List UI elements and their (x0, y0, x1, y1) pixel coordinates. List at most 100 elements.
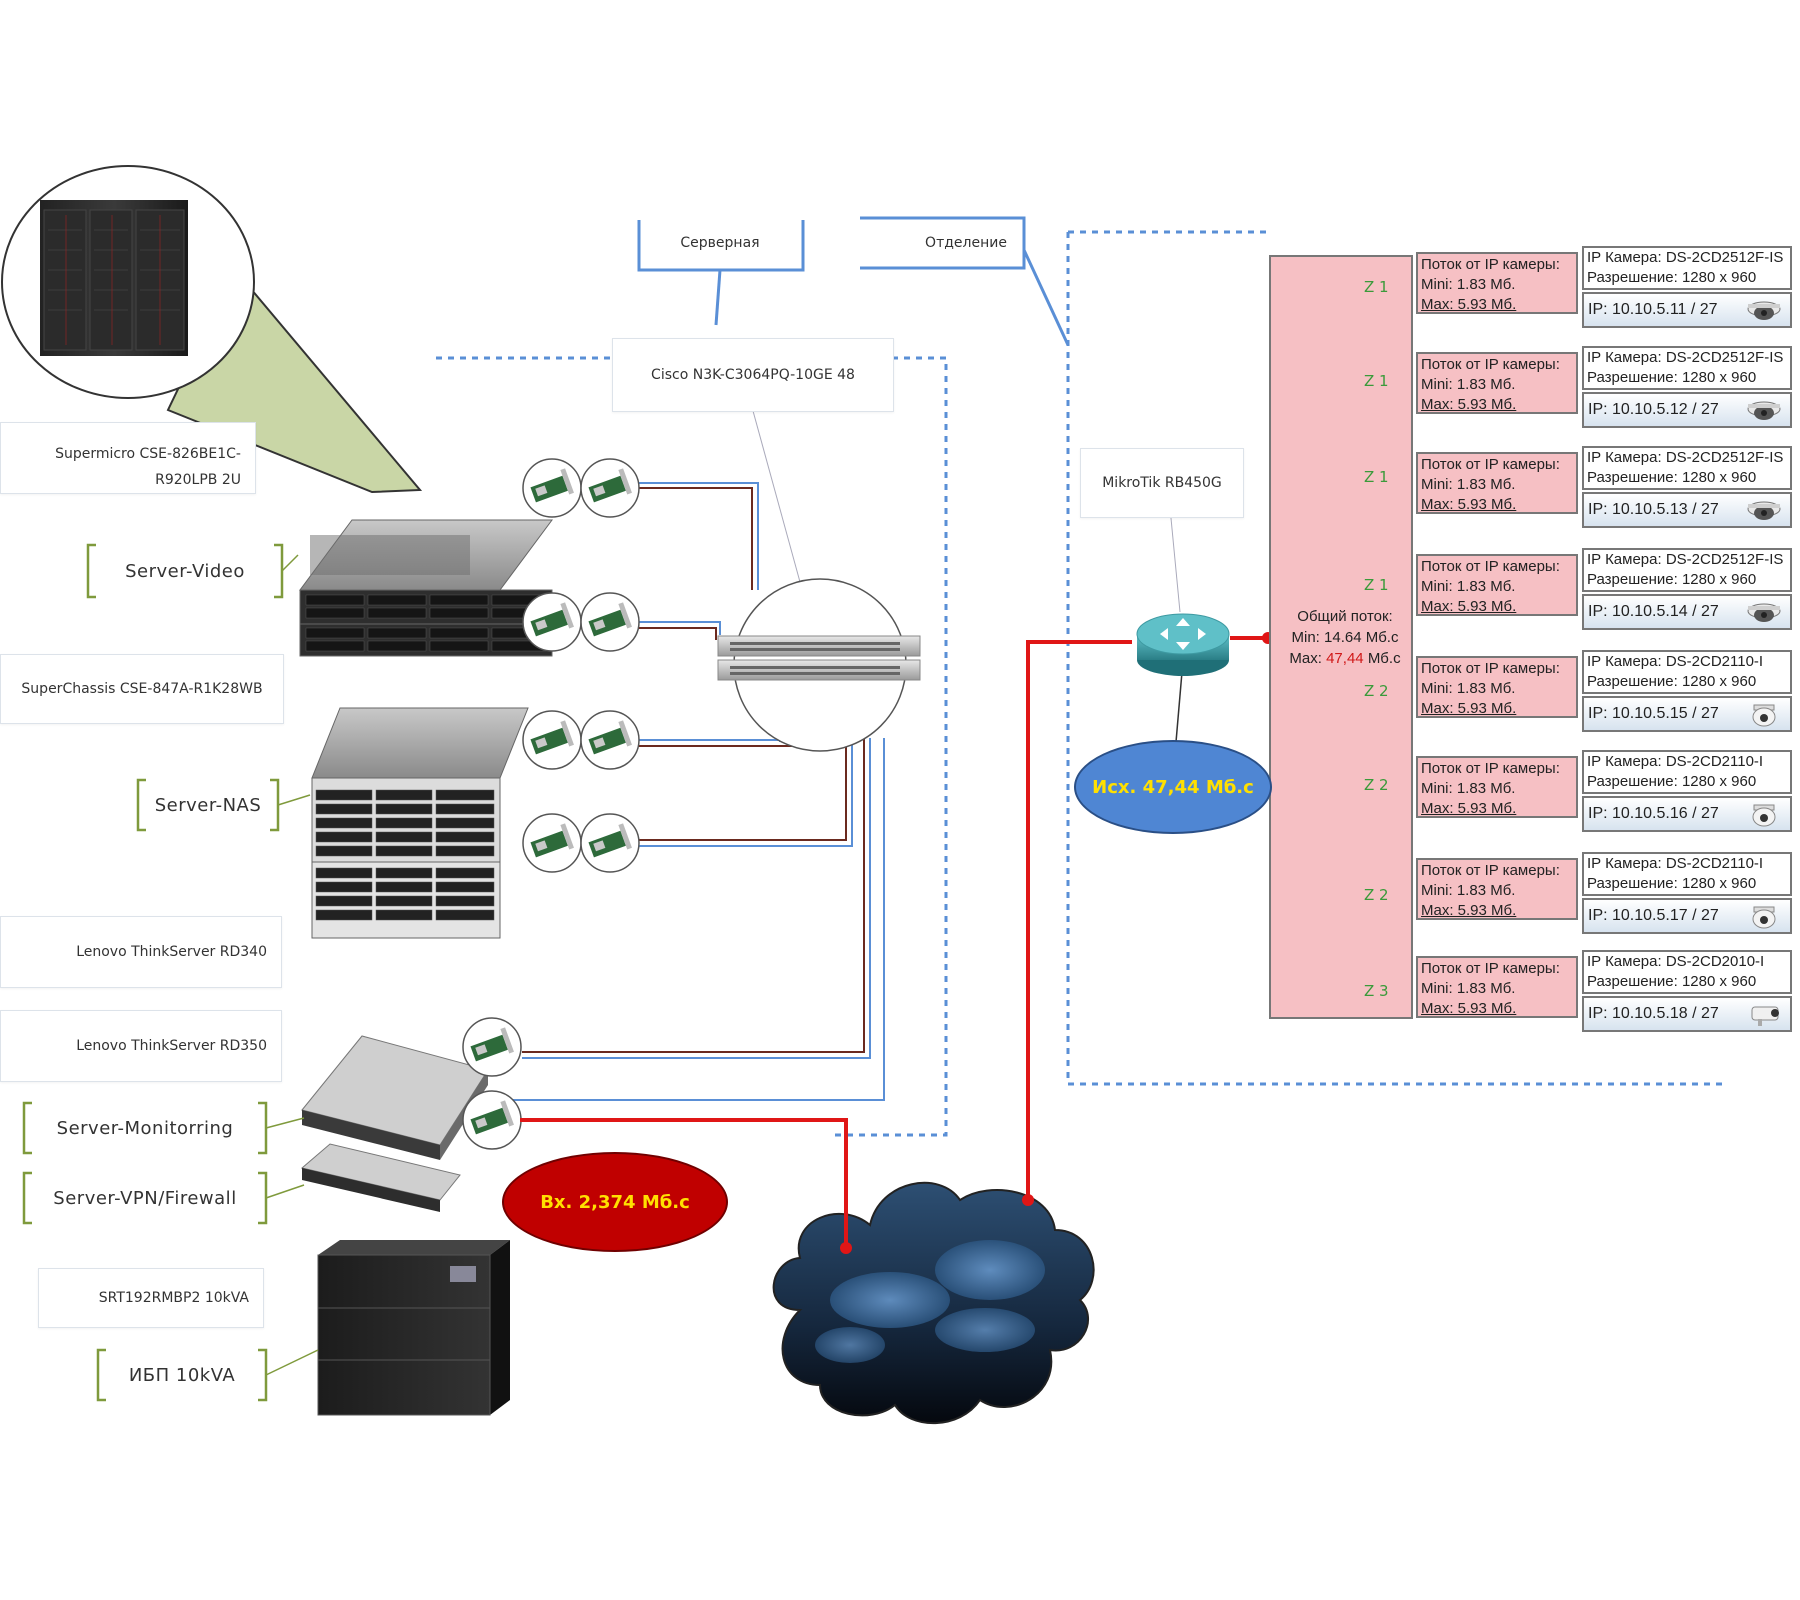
camera-flow-box: Поток от IP камеры:Mini: 1.83 Мб.Max: 5.… (1416, 554, 1578, 616)
camera-ip: IP: 10.10.5.11 / 27 (1588, 301, 1718, 318)
total-flow-min: Min: 14.64 Мб.с (1291, 629, 1399, 646)
camera-ip: IP: 10.10.5.14 / 27 (1588, 603, 1719, 620)
camera-info-box: IP Камера: DS-2CD2110-I Разрешение: 1280 … (1582, 750, 1792, 794)
zone-label: Z 1 (1364, 576, 1389, 594)
zone-label: Z 3 (1364, 982, 1389, 1000)
server-room-bracket (637, 220, 805, 272)
incoming-traffic-badge: Вх. 2,374 Мб.с (502, 1152, 728, 1252)
dome-camera-icon (1744, 498, 1784, 524)
flow-min: Mini: 1.83 Мб. (1421, 882, 1516, 899)
dome-camera-icon (1744, 298, 1784, 324)
flow-min: Mini: 1.83 Мб. (1421, 980, 1516, 997)
flow-min: Mini: 1.83 Мб. (1421, 780, 1516, 797)
zone-label: Z 1 (1364, 278, 1389, 296)
camera-model: IP Камера: DS-2CD2010-I (1587, 953, 1765, 970)
camera-flow-box: Поток от IP камеры: Mini: 1.83 Мб. Max: 5.… (1416, 452, 1578, 514)
camera-info-box: IP Камера: DS-2CD2512F-IS Разрешение: 128… (1582, 446, 1792, 490)
flow-title: Поток от IP камеры: (1421, 356, 1560, 373)
dome-camera-icon (1744, 398, 1784, 424)
ups-image (317, 1240, 510, 1416)
server-room-label: Серверная (680, 235, 760, 251)
flow-max: Max: 5.93 Мб. (1421, 496, 1517, 513)
server-vpn-model-label: Lenovo ThinkServer RD350 (0, 1010, 282, 1082)
camera-flow-box: Поток от IP камеры:Mini: 1.83 Мб.Max: 5.… (1416, 252, 1578, 314)
camera-ip: IP: 10.10.5.17 / 27 (1588, 907, 1719, 924)
server-video-model-line2: R920LPB 2U (155, 472, 241, 488)
server-video-image (299, 519, 553, 657)
camera-ip: IP: 10.10.5.15 / 27 (1588, 705, 1719, 722)
server-video-role: Server-Video (125, 560, 245, 582)
mini-dome-camera-icon (1744, 702, 1784, 728)
camera-resolution: Разрешение: 1280 x 960 (1587, 773, 1757, 790)
bullet-camera-icon (1744, 1002, 1784, 1028)
flow-max: Max: 5.93 Мб. (1421, 700, 1517, 717)
camera-ip-box: IP: 10.10.5.17 / 27 (1582, 898, 1792, 934)
camera-ip-box: IP: 10.10.5.16 / 27 (1582, 796, 1792, 832)
camera-resolution: Разрешение: 1280 x 960 (1587, 973, 1757, 990)
rack-cabinet-image (40, 200, 188, 356)
flow-min: Mini: 1.83 Мб. (1421, 376, 1516, 393)
mini-dome-camera-icon (1744, 802, 1784, 828)
cisco-switch-image (717, 578, 921, 752)
camera-flow-box: Поток от IP камеры:Mini: 1.83 Мб.Max: 5.… (1416, 956, 1578, 1018)
rack-cabinet-callout (1, 165, 423, 494)
camera-ip: IP: 10.10.5.16 / 27 (1588, 805, 1719, 822)
camera-model: IP Камера: DS-2CD2110-I (1587, 753, 1764, 770)
server-monitoring-role: Server-Monitorring (56, 1117, 234, 1139)
total-flow: Общий поток: Min: 14.64 Мб.с Max: 47,44 … (1270, 606, 1420, 669)
zone-panel (1269, 255, 1413, 1019)
camera-resolution: Разрешение: 1280 x 960 (1587, 369, 1757, 386)
camera-flow-box: Поток от IP камеры:Mini: 1.83 Мб.Max: 5.… (1416, 656, 1578, 718)
server-nas-role: Server-NAS (154, 794, 262, 816)
server-video-model-line1: Supermicro CSE-826BE1C- (55, 446, 241, 462)
camera-ip-box: IP: 10.10.5.18 / 27 (1582, 996, 1792, 1032)
flow-min: Mini: 1.83 Мб. (1421, 578, 1516, 595)
camera-resolution: Разрешение: 1280 x 960 (1587, 673, 1757, 690)
camera-info-box: IP Камера: DS-2CD2512F-IS Разрешение: 128… (1582, 548, 1792, 592)
internet-cloud-image (772, 1181, 1095, 1425)
flow-title: Поток от IP камеры: (1421, 760, 1560, 777)
camera-flow-box: Поток от IP камеры: Mini: 1.83 Мб. Max: 5.… (1416, 352, 1578, 414)
camera-ip-box: IP: 10.10.5.13 / 27 (1582, 492, 1792, 528)
zone-label: Z 1 (1364, 372, 1389, 390)
camera-info-box: IP Камера: DS-2CD2110-I Разрешение: 1280 … (1582, 650, 1792, 694)
camera-ip: IP: 10.10.5.18 / 27 (1588, 1005, 1719, 1022)
flow-max: Max: 5.93 Мб. (1421, 396, 1517, 413)
camera-ip-box: IP: 10.10.5.12 / 27 (1582, 392, 1792, 428)
camera-resolution: Разрешение: 1280 x 960 (1587, 571, 1757, 588)
camera-model: IP Камера: DS-2CD2110-I (1587, 653, 1764, 670)
camera-model: IP Камера: DS-2CD2512F-IS (1587, 349, 1784, 366)
camera-flow-box: Поток от IP камеры:Mini: 1.83 Мб.Max: 5.… (1416, 756, 1578, 818)
dome-camera-icon (1744, 600, 1784, 626)
camera-info-box: IP Камера: DS-2CD2512F-IS Разрешение: 128… (1582, 346, 1792, 390)
camera-flow-box: Поток от IP камеры:Mini: 1.83 Мб.Max: 5.… (1416, 858, 1578, 920)
camera-model: IP Камера: DS-2CD2512F-IS (1587, 551, 1784, 568)
router-image (1136, 613, 1230, 676)
flow-title: Поток от IP камеры: (1421, 456, 1560, 473)
ups-role: ИБП 10kVA (128, 1364, 236, 1386)
camera-ip: IP: 10.10.5.13 / 27 (1588, 501, 1719, 518)
flow-title: Поток от IP камеры: (1421, 862, 1560, 879)
camera-resolution: Разрешение: 1280 x 960 (1587, 875, 1757, 892)
ups-model-label: SRT192RMBP2 10kVA (38, 1268, 264, 1328)
flow-min: Mini: 1.83 Мб. (1421, 680, 1516, 697)
flow-max: Max: 5.93 Мб. (1421, 296, 1517, 313)
flow-title: Поток от IP камеры: (1421, 256, 1560, 273)
outgoing-traffic-badge: Исх. 47,44 Мб.с (1074, 740, 1272, 834)
camera-resolution: Разрешение: 1280 x 960 (1587, 469, 1757, 486)
lenovo-servers-image (300, 1035, 489, 1212)
server-monitoring-model-label: Lenovo ThinkServer RD340 (0, 916, 282, 988)
zone-label: Z 2 (1364, 682, 1389, 700)
total-flow-title: Общий поток: (1297, 608, 1393, 625)
server-nas-image (311, 707, 529, 939)
zone-label: Z 1 (1364, 468, 1389, 486)
mini-dome-camera-icon (1744, 904, 1784, 930)
zone-label: Z 2 (1364, 886, 1389, 904)
camera-model: IP Камера: DS-2CD2512F-IS (1587, 449, 1784, 466)
flow-min: Mini: 1.83 Мб. (1421, 476, 1516, 493)
total-flow-max: Max: 47,44 Мб.с (1289, 650, 1401, 667)
camera-ip-box: IP: 10.10.5.15 / 27 (1582, 696, 1792, 732)
